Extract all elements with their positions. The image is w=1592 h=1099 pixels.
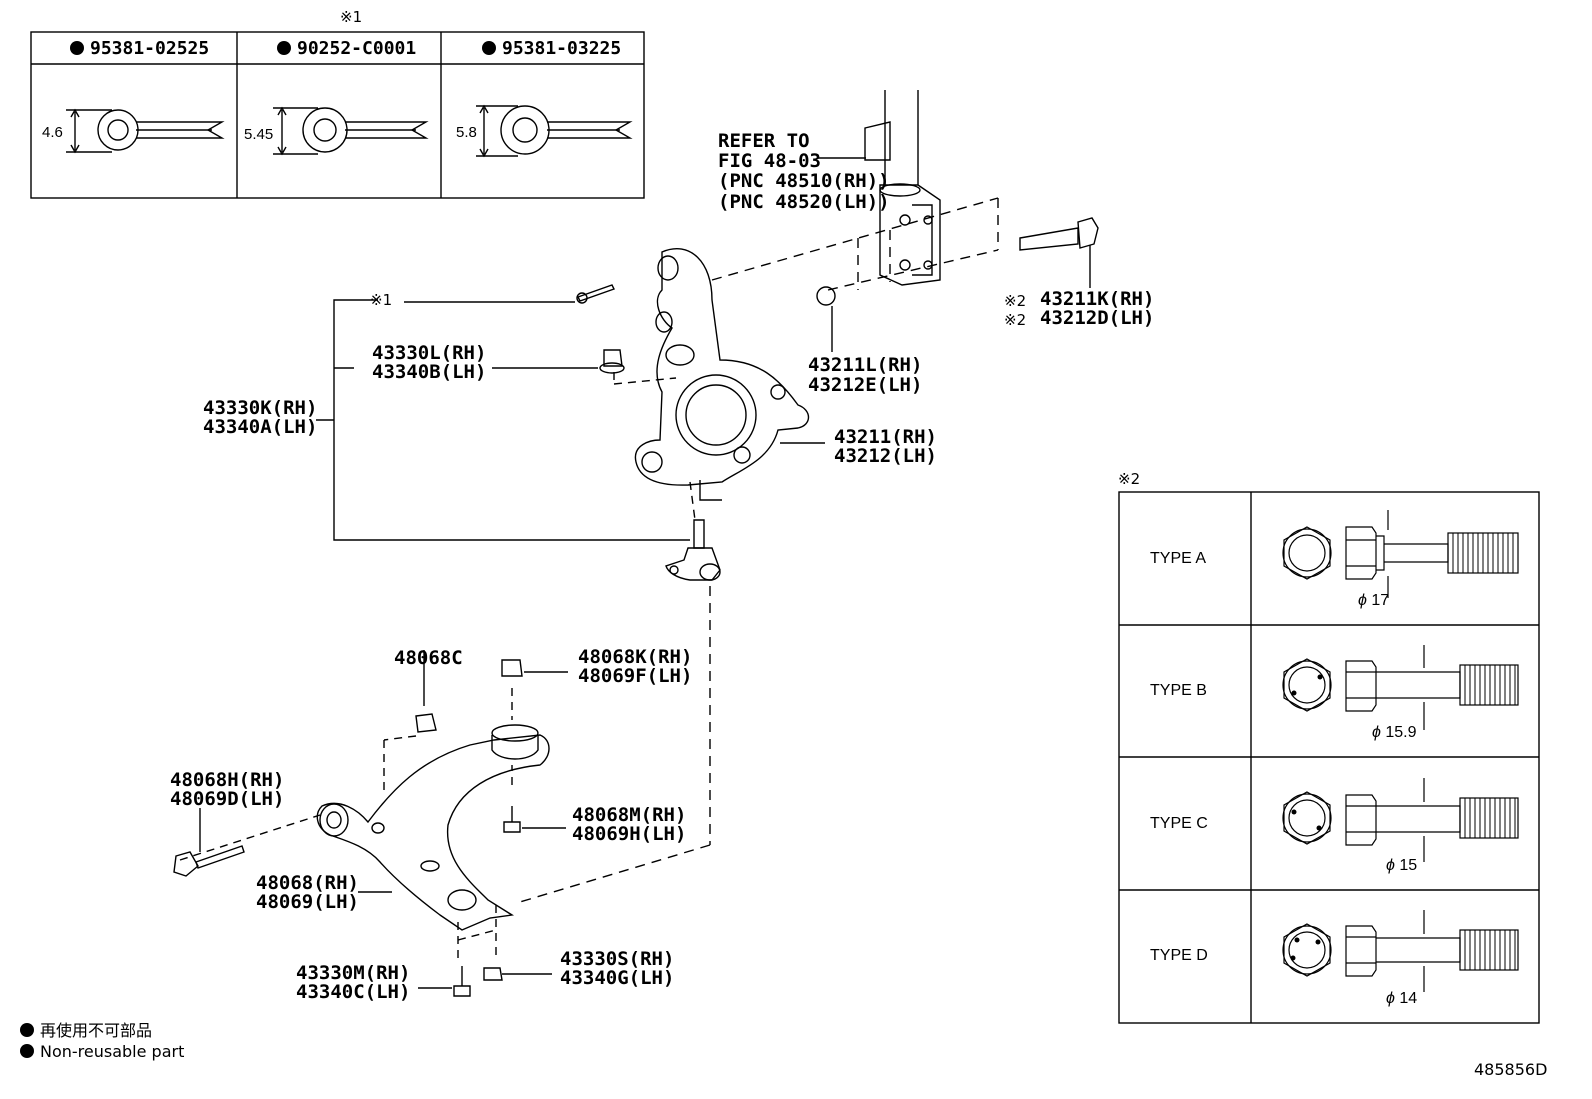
pin-header-3: 95381-03225	[482, 38, 621, 59]
steering-knuckle	[634, 248, 810, 501]
bj-bolt-label-rh: 43330M(RH)	[296, 962, 411, 984]
bushing	[415, 650, 437, 733]
nut-label-lh: 43212E(LH)	[808, 374, 923, 396]
type-b-diameter: ϕ 15.9	[1372, 724, 1417, 741]
knuckle-cotter-pin	[576, 284, 615, 304]
type-c-label: TYPE C	[1150, 815, 1208, 832]
type-b-drawing	[1282, 645, 1519, 730]
bolt-label-lh: 43212D(LH)	[1040, 307, 1155, 329]
bolt-mark-lh: ※2	[1004, 311, 1027, 329]
arm-long-bolt	[173, 808, 245, 877]
non-reusable-dot-icon	[277, 41, 291, 55]
refer-line-3: (PNC 48510(RH))	[718, 170, 890, 192]
type-c-diameter: ϕ 15	[1386, 857, 1418, 874]
figure-number: 485856D	[1474, 1060, 1548, 1079]
bj-label-rh: 43330K(RH)	[203, 397, 318, 419]
refer-line-1: REFER TO	[718, 130, 810, 152]
pin-dim-2: 5.45	[244, 126, 274, 143]
arm-label-rh: 48068(RH)	[256, 872, 359, 894]
note-mark-1: ※1	[340, 8, 363, 26]
bj-nut2-label-rh: 43330S(RH)	[560, 948, 675, 970]
pin-dim-1: 4.6	[42, 124, 63, 141]
strut-dashed-lines	[711, 197, 999, 291]
arm-nut-label-rh: 48068K(RH)	[578, 646, 693, 668]
nut-label-rh: 43211L(RH)	[808, 354, 923, 376]
type-d-diameter: ϕ 14	[1386, 990, 1418, 1007]
knuckle-label-rh: 43211(RH)	[834, 426, 937, 448]
bolt-label-rh: 43211K(RH)	[1040, 288, 1155, 310]
knuckle-label-lh: 43212(LH)	[834, 445, 937, 467]
non-reusable-dot-icon	[482, 41, 496, 55]
cotter-mark: ※1	[370, 291, 393, 309]
pin-dim-3: 5.8	[456, 124, 477, 141]
refer-line-4: (PNC 48520(LH))	[718, 191, 890, 213]
types-mark: ※2	[1118, 470, 1141, 488]
arm-bolt2-label-lh: 48069H(LH)	[572, 823, 687, 845]
bolt-mark-rh: ※2	[1004, 292, 1027, 310]
type-a-label: TYPE A	[1150, 550, 1207, 567]
type-c-drawing	[1282, 778, 1519, 862]
arm-bolt-label-lh: 48069D(LH)	[170, 788, 285, 810]
castle-nut	[599, 349, 625, 374]
bj-label-lh: 43340A(LH)	[203, 416, 318, 438]
arm-nut-label-lh: 48069F(LH)	[578, 665, 693, 687]
bushing-label: 48068C	[394, 647, 463, 669]
bj-nut-label-lh: 43340B(LH)	[372, 361, 487, 383]
refer-line-2: FIG 48-03	[718, 150, 821, 172]
pin-header-1: 95381-02525	[70, 38, 209, 59]
type-d-label: TYPE D	[1150, 947, 1208, 964]
arm-bolt-label-rh: 48068H(RH)	[170, 769, 285, 791]
strut-nut	[816, 286, 836, 352]
legend-en: Non-reusable part	[20, 1042, 184, 1061]
bj-bolt-label-lh: 43340C(LH)	[296, 981, 411, 1003]
legend-jp: 再使用不可部品	[20, 1017, 152, 1041]
type-b-label: TYPE B	[1150, 682, 1207, 699]
arm-nut	[501, 659, 568, 677]
type-d-drawing	[1282, 910, 1519, 992]
balljoint-bolt	[418, 966, 471, 997]
non-reusable-dot-icon	[70, 41, 84, 55]
head-marks	[1290, 674, 1323, 961]
balljoint-nut	[483, 967, 552, 981]
bj-nut-label-rh: 43330L(RH)	[372, 342, 487, 364]
non-reusable-dot-icon	[20, 1023, 34, 1037]
bj-nut2-label-lh: 43340G(LH)	[560, 967, 675, 989]
arm-label-lh: 48069(LH)	[256, 891, 359, 913]
cotter-pin-1	[66, 108, 225, 154]
non-reusable-dot-icon	[20, 1044, 34, 1058]
type-a-diameter: ϕ 17	[1358, 592, 1390, 609]
arm-bolt2-label-rh: 48068M(RH)	[572, 804, 687, 826]
cotter-pin-2	[273, 106, 429, 156]
pin-table-frame	[30, 31, 645, 199]
cotter-pin-3	[476, 104, 633, 158]
ball-joint	[665, 519, 721, 581]
thread-hatching	[1452, 533, 1516, 970]
pin-header-2: 90252-C0001	[277, 38, 416, 59]
lower-control-arm	[316, 724, 550, 931]
strut-bolt	[1019, 217, 1099, 288]
strut-drawing	[818, 90, 941, 286]
arm-bolt-small	[503, 806, 566, 833]
